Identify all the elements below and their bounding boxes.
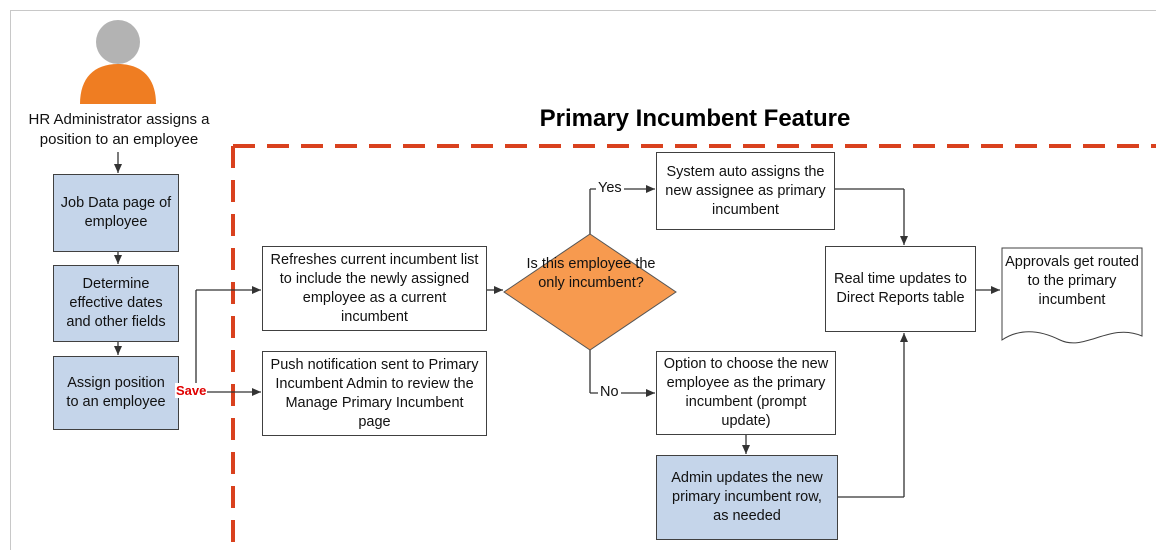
administrator-person-icon	[80, 20, 156, 104]
feature-boundary	[231, 144, 1156, 550]
approvals-document-label: Approvals get routed to the primary incu…	[1005, 254, 1139, 308]
left-rule	[10, 10, 11, 550]
refresh-incumbent-box: Refreshes current incumbent list to incl…	[262, 246, 487, 331]
save-label: Save	[175, 383, 208, 398]
top-rule	[10, 10, 1156, 11]
option-choose-box: Option to choose the new employee as the…	[656, 351, 836, 435]
decision-label: Is this employee the only incumbent?	[526, 256, 656, 291]
yes-label: Yes	[596, 180, 624, 196]
diagram-title: Primary Incumbent Feature	[539, 105, 851, 132]
step-job-data: Job Data page of employee	[53, 174, 179, 252]
push-notification-box: Push notification sent to Primary Incumb…	[262, 351, 487, 436]
no-label: No	[598, 384, 621, 400]
step-assign-position: Assign position to an employee	[53, 356, 179, 430]
step-determine-dates: Determine effective dates and other fiel…	[53, 265, 179, 342]
realtime-updates-box: Real time updates to Direct Reports tabl…	[825, 246, 976, 332]
auto-assign-box: System auto assigns the new assignee as …	[656, 152, 835, 230]
approvals-document	[1001, 247, 1143, 344]
actor-caption: HR Administrator assigns a position to a…	[28, 111, 210, 148]
admin-updates-box: Admin updates the new primary incumbent …	[656, 455, 838, 540]
